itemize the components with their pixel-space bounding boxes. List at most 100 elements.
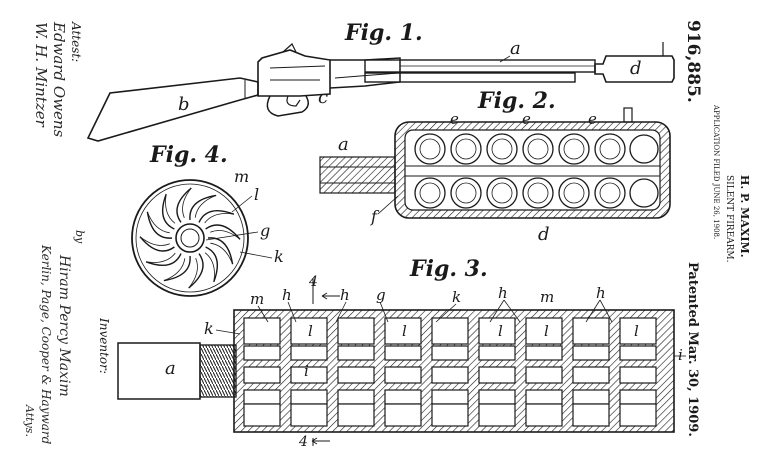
silencer-chamber-cell: [337, 389, 375, 405]
attys-label: Attys.: [23, 404, 36, 437]
silencer-chamber-cell: [337, 403, 375, 427]
silencer-chamber-cell: [384, 366, 422, 384]
fig3-label-l3: l: [498, 322, 503, 340]
fig1-label-c: c: [318, 87, 328, 108]
silencer-chamber-cell: [431, 389, 469, 405]
baffle-vane: [205, 246, 219, 283]
witness-2-signature: W. H. Mintzer: [32, 22, 50, 128]
silencer-chamber-cell: [290, 345, 328, 361]
patented-date: Patented Mar. 30, 1909.: [685, 262, 700, 437]
fig2-label-e2: e: [522, 110, 531, 128]
silencer-chamber-cell: [619, 389, 657, 405]
silencer-chamber-cell: [290, 317, 328, 345]
baffle-vane: [198, 209, 235, 223]
fig4-title: Fig. 4.: [149, 142, 228, 168]
fig3-label-i1: i: [304, 362, 309, 380]
silencer-chamber-cell: [525, 366, 563, 384]
application-filed: APPLICATION FILED JUNE 26, 1908.: [712, 104, 720, 239]
silencer-chamber-cell: [384, 389, 422, 405]
fig4-baffle-disc: Fig. 4. m l g k: [131, 142, 284, 297]
silencer-chamber-cell: [243, 345, 281, 361]
baffle-vane: [145, 253, 182, 267]
fig2-label-e1: e: [450, 110, 459, 128]
baffle-vane: [161, 193, 175, 230]
silencer-chamber-cell: [525, 345, 563, 361]
silencer-chamber-cell: [243, 389, 281, 405]
silencer-chamber-cell: [619, 345, 657, 361]
fig3-label-l4: l: [544, 322, 549, 340]
fig1-label-b: b: [178, 94, 190, 115]
silencer-chamber-cell: [431, 403, 469, 427]
silencer-chamber-cell: [478, 366, 516, 384]
baffle-vane-edge: [165, 194, 176, 224]
silencer-chamber-cell: [525, 403, 563, 427]
silencer-chamber-cell: [619, 317, 657, 345]
fig3-label-l5: l: [634, 322, 639, 340]
fig3-title: Fig. 3.: [409, 256, 488, 282]
fig3-longitudinal-section: Fig. 3. 4 4 m h h g k h m h: [117, 256, 686, 450]
silencer-chamber-cell: [431, 345, 469, 361]
fig1-title: Fig. 1.: [344, 20, 423, 46]
silencer-chamber-cell: [478, 345, 516, 361]
title-block: 916,885. H. P. MAXIM. SILENT FIREARM. AP…: [683, 20, 751, 437]
fig3-label-h3: h: [498, 284, 508, 302]
fig4-label-l: l: [254, 185, 259, 204]
fig3-label-k1: k: [452, 288, 461, 306]
silencer-chamber-cell: [290, 389, 328, 405]
silencer-chamber-cell: [478, 389, 516, 405]
fig1-label-a: a: [510, 38, 521, 59]
fig2-silencer-section: Fig. 2. a e e e f d: [319, 88, 671, 245]
attest-label: Attest:: [69, 21, 83, 62]
fig3-section-top: 4: [308, 274, 318, 290]
baffle-vane: [188, 253, 204, 289]
by-label: by: [73, 230, 86, 244]
inventor-block: Inventor: Hiram Percy Maxim by Kerlin, P…: [23, 230, 111, 445]
silencer-chamber-cell: [337, 317, 375, 345]
silencer-chamber-cell: [384, 345, 422, 361]
baffle-vane: [139, 236, 175, 252]
fig2-label-f: f: [370, 207, 380, 226]
baffle-vane: [205, 224, 241, 240]
fig4-label-g: g: [260, 221, 270, 240]
fig3-label-l1: l: [308, 322, 313, 340]
baffle-vane-edge: [147, 211, 170, 234]
baffle-vane-edge: [188, 258, 198, 289]
silencer-chamber-cell: [572, 317, 610, 345]
fig4-label-k: k: [274, 247, 284, 266]
silencer-chamber-cell: [243, 317, 281, 345]
fig1-rifle: Fig. 1. a b c d: [86, 20, 675, 142]
fig3-section-bottom: 4: [298, 434, 308, 450]
baffle-vane-edge: [210, 242, 233, 265]
baffle-vane: [207, 237, 234, 265]
silencer-chamber-cell: [384, 317, 422, 345]
inventor-header: H. P. MAXIM.: [738, 175, 751, 258]
baffle-vane-edge: [194, 195, 217, 218]
silencer-chamber-cell: [337, 366, 375, 384]
silencer-chamber-cell: [431, 317, 469, 345]
fig2-label-d: d: [538, 224, 550, 245]
baffle-vane-edge: [139, 236, 170, 246]
silencer-chamber-cell: [337, 345, 375, 361]
fig1-label-d: d: [630, 58, 642, 79]
silencer-chamber-cell: [384, 403, 422, 427]
attorneys-signature: Kerlin, Page, Cooper & Hayward: [39, 244, 53, 445]
fig3-label-m1: m: [250, 290, 264, 308]
fig3-label-k2: k: [204, 319, 214, 338]
silencer-chamber-cell: [572, 403, 610, 427]
witness-1-signature: Edward Owens: [50, 21, 68, 138]
invention-title: SILENT FIREARM.: [724, 175, 734, 263]
silencer-chamber-cell: [478, 317, 516, 345]
fig2-title: Fig. 2.: [477, 88, 556, 114]
baffle-vane: [189, 194, 217, 221]
silencer-chamber-cell: [290, 366, 328, 384]
fig4-label-m: m: [234, 167, 249, 186]
baffle-vane-edge: [210, 230, 241, 240]
silencer-chamber-cell: [619, 403, 657, 427]
baffle-vane-edge: [163, 258, 186, 281]
silencer-chamber-cell: [478, 403, 516, 427]
silencer-chamber-cell: [243, 403, 281, 427]
fig2-label-e3: e: [588, 110, 597, 128]
baffle-vane: [176, 187, 192, 223]
silencer-chamber-cell: [525, 389, 563, 405]
